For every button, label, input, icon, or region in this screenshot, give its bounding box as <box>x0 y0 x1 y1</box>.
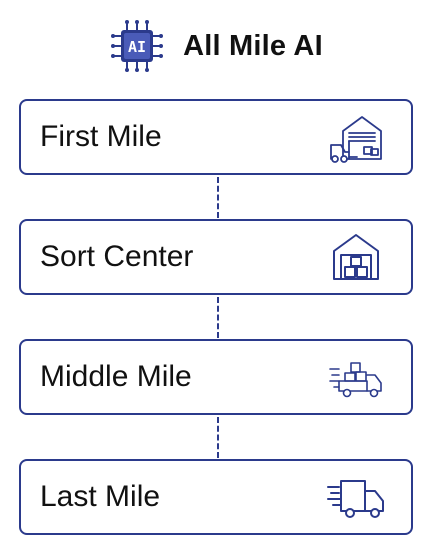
logo-text: AI <box>128 38 146 56</box>
stage-last-mile: Last Mile <box>19 459 413 535</box>
page-title: All Mile AI <box>183 29 323 62</box>
delivery-truck-icon <box>327 480 384 518</box>
stage-first-mile: First Mile <box>19 99 413 175</box>
sort-center-icon <box>333 234 379 280</box>
stage-middle-mile: Middle Mile <box>19 339 413 415</box>
warehouse-forklift-icon <box>330 116 382 163</box>
header: AI All Mile AI <box>0 18 434 74</box>
stage-label: Middle Mile <box>40 360 192 393</box>
stage-label: Last Mile <box>40 480 161 513</box>
connector-line <box>217 417 219 458</box>
connector-line <box>217 177 219 218</box>
loaded-truck-icon <box>329 362 382 398</box>
stage-label: Sort Center <box>40 240 194 273</box>
ai-chip-icon: AI <box>111 20 164 72</box>
stage-label: First Mile <box>40 120 162 153</box>
stage-sort-center: Sort Center <box>19 219 413 295</box>
connector-line <box>217 297 219 338</box>
